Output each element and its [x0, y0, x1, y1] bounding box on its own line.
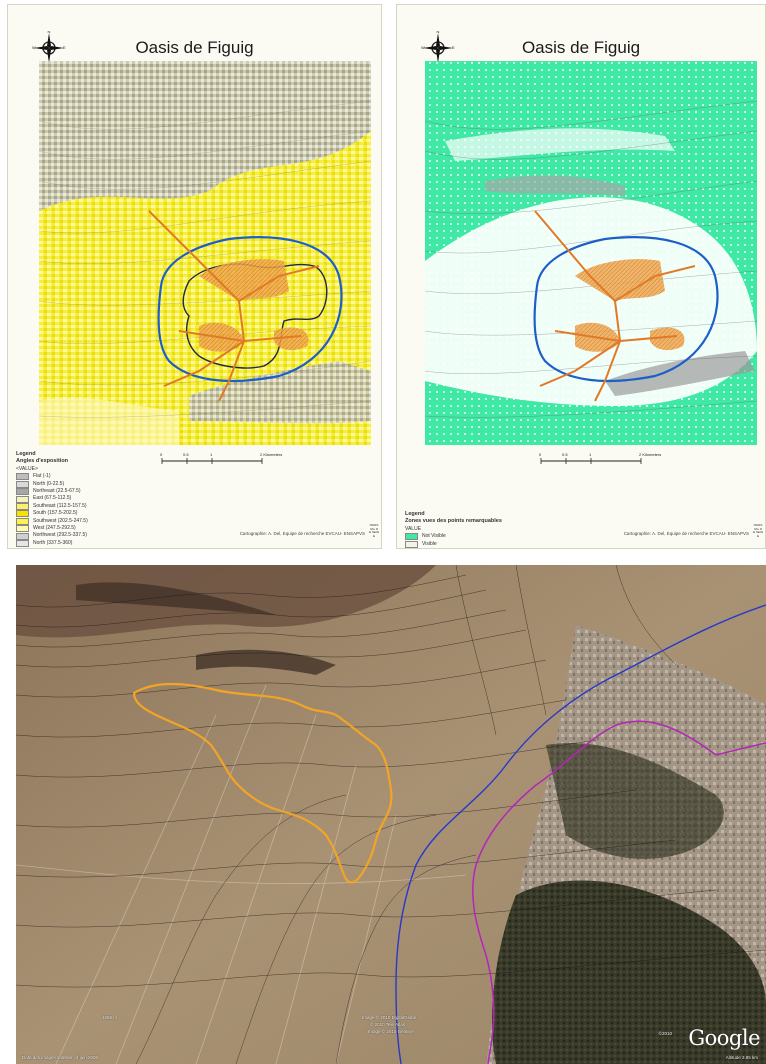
legend-item: Northwest (292.5-337.5) — [16, 532, 88, 540]
satellite-view: 1265 m Image © 2010 DigitalGlobe © 2010 … — [16, 565, 766, 1064]
map-credit: Cartographie: A. Del, Equipe de recherch… — [239, 531, 365, 536]
legend-swatch — [16, 525, 29, 533]
scale-tick-2: 1 — [210, 452, 213, 457]
compass-rose-icon: N W E — [32, 31, 66, 63]
scale-bar: 0 0.5 1 2 Kilometers — [539, 452, 661, 464]
scale-tick-3: 2 Kilometers — [639, 452, 661, 457]
scale-tick-0: 0 — [539, 452, 542, 457]
compass-n: N — [48, 31, 51, 34]
legend-swatch — [16, 510, 29, 518]
legend-item: Southeast (112.5-157.5) — [16, 503, 88, 511]
legend-item: East (67.5-112.5) — [16, 495, 88, 503]
image-credit: Image © 2010 DigitalGlobe — [362, 1015, 417, 1020]
legend-swatch — [16, 495, 29, 503]
geoeye-credit: Image © 2010 GeoEye — [368, 1029, 414, 1034]
legend-item: Not Visible — [405, 533, 502, 541]
exposure-map-panel: N W E Oasis de Figuig — [7, 4, 382, 549]
legend-value: <VALUE> — [16, 465, 38, 472]
visibility-legend: Legend Zones vues des points remarquable… — [405, 511, 502, 548]
legend-swatch — [405, 540, 418, 548]
scale-tick-2: 1 — [589, 452, 592, 457]
compass-w: W — [421, 45, 425, 50]
legend-item: West (247.5-292.5) — [16, 525, 88, 533]
legend-value: VALUE — [405, 525, 422, 532]
legend-swatch — [16, 532, 29, 540]
institution-logo: PARIS VAL DE SEINE — [369, 523, 379, 538]
map-title: Oasis de Figuig — [521, 38, 641, 57]
legend-subtitle: Zones vues des points remarquables — [405, 518, 502, 525]
visibility-map-panel: N W E Oasis de Figuig — [396, 4, 766, 549]
scale-tick-1: 0.5 — [183, 452, 189, 457]
compass-e: E — [452, 45, 455, 50]
legend-item: South (157.5-202.5) — [16, 510, 88, 518]
visibility-map — [425, 61, 757, 445]
google-logo: Google — [688, 1026, 760, 1050]
compass-n: N — [437, 31, 440, 34]
legend-item: Northeast (22.5-67.5) — [16, 488, 88, 496]
institution-logo: PARIS VAL DE SEINE — [753, 523, 763, 538]
eye-altitude: Altitude 3.85 km — [725, 1055, 758, 1060]
elevation-label: 1265 m — [102, 1015, 118, 1020]
legend-item: North (337.5-360) — [16, 540, 88, 548]
exposure-map — [39, 61, 371, 445]
legend-swatch — [16, 473, 29, 481]
compass-w: W — [32, 45, 36, 50]
compass-e: E — [63, 45, 66, 50]
scale-tick-1: 0.5 — [562, 452, 568, 457]
legend-item: Flat (-1) — [16, 473, 88, 481]
legend-title: Legend — [16, 451, 36, 457]
map-title: Oasis de Figuig — [135, 38, 254, 57]
legend-subtitle: Angles d'exposition — [16, 458, 69, 465]
copyright-year: ©2010 — [658, 1031, 672, 1036]
tele-atlas-credit: © 2010 Tele Atlas — [370, 1022, 406, 1027]
legend-swatch — [16, 480, 29, 488]
legend-swatch — [16, 503, 29, 511]
legend-item: North (0-22.5) — [16, 481, 88, 488]
scale-tick-3: 2 Kilometers — [260, 452, 282, 457]
legend-title: Legend — [405, 511, 425, 517]
legend-swatch — [405, 533, 418, 541]
legend-swatch — [16, 488, 29, 496]
legend-item: Southwest (202.5-247.5) — [16, 518, 88, 525]
map-credit: Cartographie: A. Del, Equipe de recherch… — [623, 531, 749, 536]
scale-bar: 0 0.5 1 2 Kilometers — [160, 452, 282, 464]
compass-rose-icon: N W E — [421, 31, 455, 63]
scale-tick-0: 0 — [160, 452, 163, 457]
exposure-legend: Legend Angles d'exposition <VALUE> Flat … — [16, 451, 88, 548]
legend-item: Visible — [405, 541, 502, 548]
legend-swatch — [16, 517, 29, 525]
legend-swatch — [16, 540, 29, 548]
imagery-date: Date des images satellite : 4 juin 2006 — [22, 1055, 99, 1060]
